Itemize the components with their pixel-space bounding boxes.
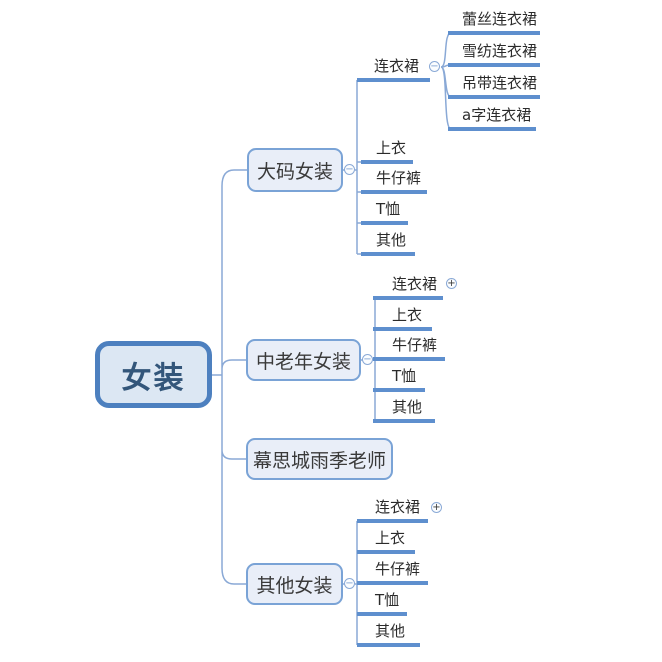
root-topic-label: 女装	[121, 360, 186, 396]
trunk-root	[212, 169, 247, 585]
root-topic[interactable]: 女装	[95, 341, 212, 408]
leaf-topic-slip-dress[interactable]: 吊带连衣裙	[448, 74, 540, 99]
leaf-topic-tshirt[interactable]: T恤	[357, 591, 407, 616]
leaf-topic-other[interactable]: 其他	[357, 622, 420, 647]
leaf-topic-top[interactable]: 上衣	[373, 306, 432, 331]
leaf-topic-jeans[interactable]: 牛仔裤	[361, 169, 427, 194]
leaf-topic-top[interactable]: 上衣	[357, 529, 415, 554]
branch-topic-middle-aged[interactable]: 中老年女装	[246, 339, 361, 381]
leaf-topic-dress[interactable]: 连衣裙	[373, 275, 443, 300]
leaf-topic-jeans[interactable]: 牛仔裤	[373, 336, 445, 361]
collapse-toggle-icon[interactable]: −	[344, 164, 355, 175]
leaf-topic-jeans[interactable]: 牛仔裤	[357, 560, 428, 585]
minus-icon: −	[345, 577, 354, 589]
fan-dresses	[440, 32, 452, 130]
expand-toggle-icon[interactable]: +	[431, 502, 442, 513]
branch-topic-label: 其他女装	[256, 574, 333, 597]
collapse-toggle-icon[interactable]: −	[362, 354, 373, 365]
leaf-topic-chiffon-dress[interactable]: 雪纺连衣裙	[448, 42, 540, 67]
branch-topic-label: 中老年女装	[255, 350, 351, 373]
minus-icon: −	[345, 163, 354, 175]
branch-topic-plus-size[interactable]: 大码女装	[247, 148, 343, 192]
leaf-topic-aline-dress[interactable]: a字连衣裙	[448, 106, 536, 131]
branch-topic-other[interactable]: 其他女装	[246, 563, 343, 605]
branch-topic-watermark[interactable]: 幕思城雨季老师	[246, 438, 393, 480]
leaf-topic-dress[interactable]: 连衣裙	[357, 498, 428, 523]
collapse-toggle-icon[interactable]: −	[344, 578, 355, 589]
collapse-toggle-icon[interactable]: −	[429, 61, 440, 72]
plus-icon: +	[432, 501, 441, 513]
branch-topic-label: 大码女装	[256, 160, 333, 183]
leaf-topic-dress[interactable]: 连衣裙	[357, 57, 430, 82]
leaf-topic-tshirt[interactable]: T恤	[361, 200, 408, 225]
minus-icon: −	[430, 60, 439, 72]
leaf-topic-lace-dress[interactable]: 蕾丝连衣裙	[448, 10, 540, 35]
leaf-topic-other[interactable]: 其他	[373, 398, 435, 423]
leaf-topic-other[interactable]: 其他	[361, 231, 415, 256]
leaf-topic-tshirt[interactable]: T恤	[373, 367, 425, 392]
plus-icon: +	[447, 277, 456, 289]
branch-topic-label: 幕思城雨季老师	[252, 449, 386, 472]
minus-icon: −	[363, 353, 372, 365]
leaf-topic-top[interactable]: 上衣	[361, 139, 413, 164]
expand-toggle-icon[interactable]: +	[446, 278, 457, 289]
